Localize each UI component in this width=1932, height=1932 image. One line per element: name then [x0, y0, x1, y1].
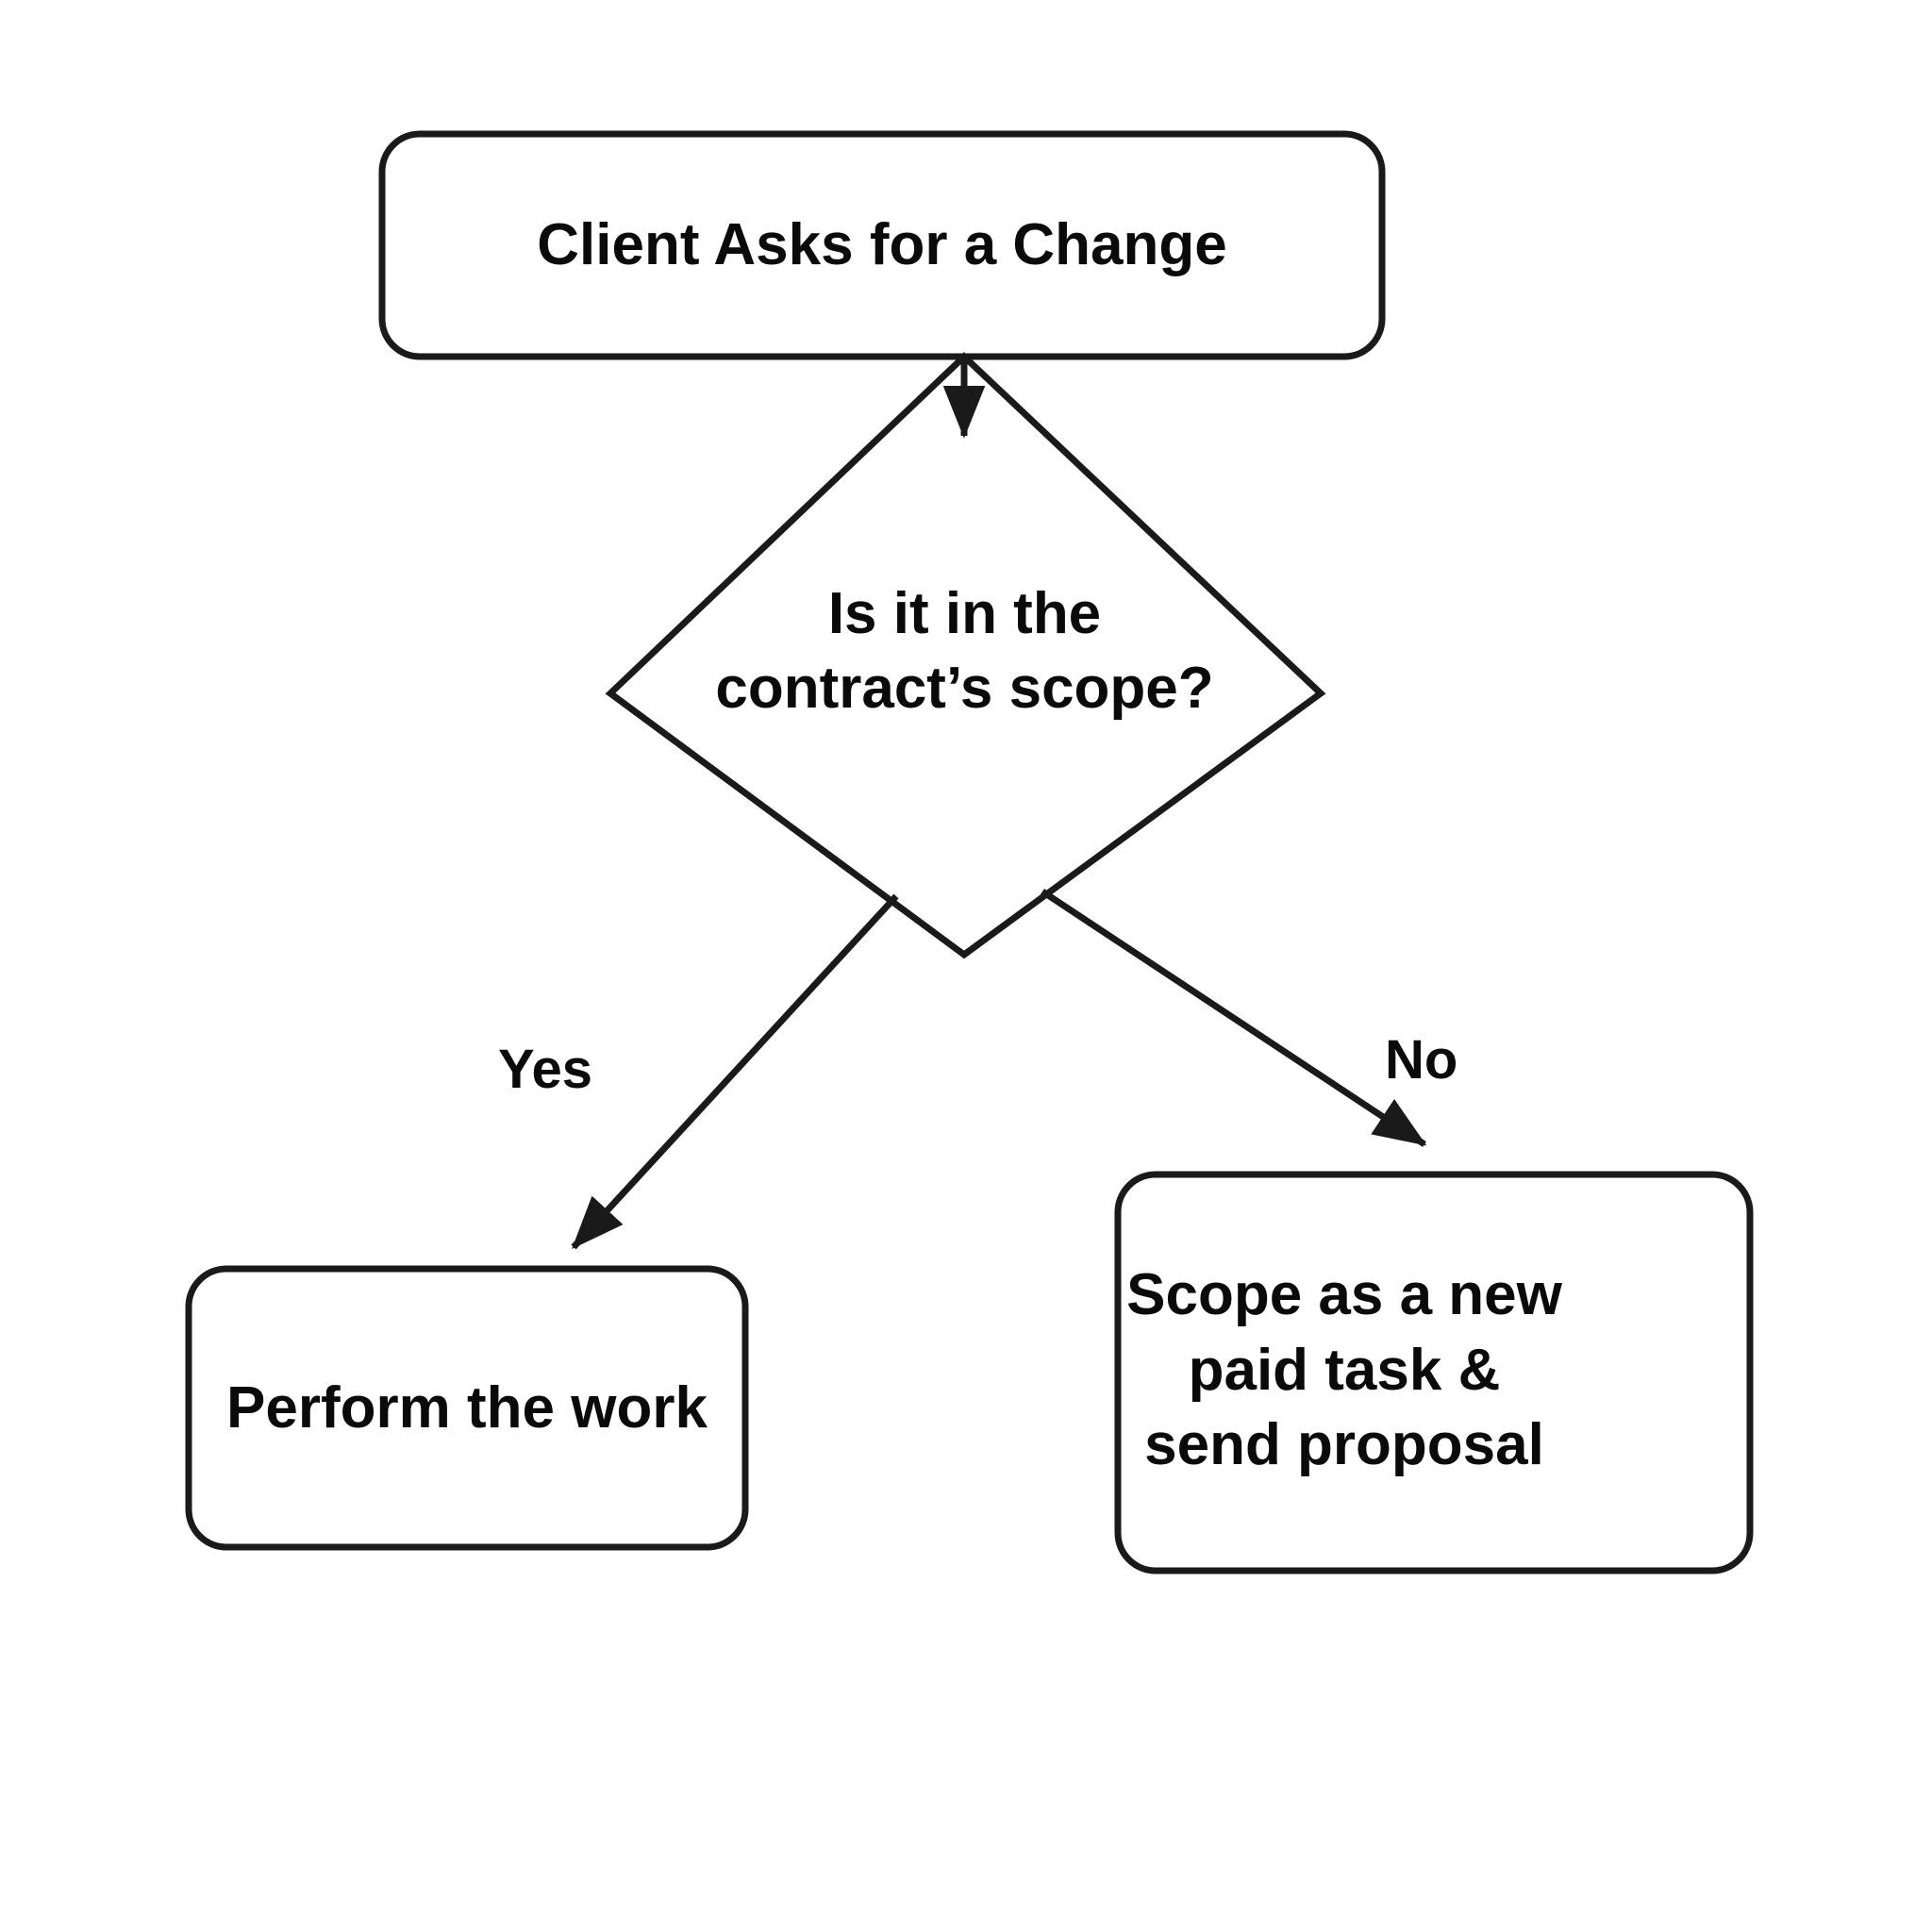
- edge-label-no: No: [1385, 1029, 1458, 1091]
- node-scope-shape[interactable]: [1114, 1171, 1754, 1574]
- node-perform-shape[interactable]: [185, 1265, 749, 1551]
- edge-decision-to-perform: [571, 893, 899, 1250]
- edge-decision-to-scope: [1041, 889, 1427, 1147]
- node-decision-shape[interactable]: [605, 352, 1326, 959]
- edge-label-yes: Yes: [498, 1039, 592, 1100]
- node-start-shape[interactable]: [378, 130, 1386, 360]
